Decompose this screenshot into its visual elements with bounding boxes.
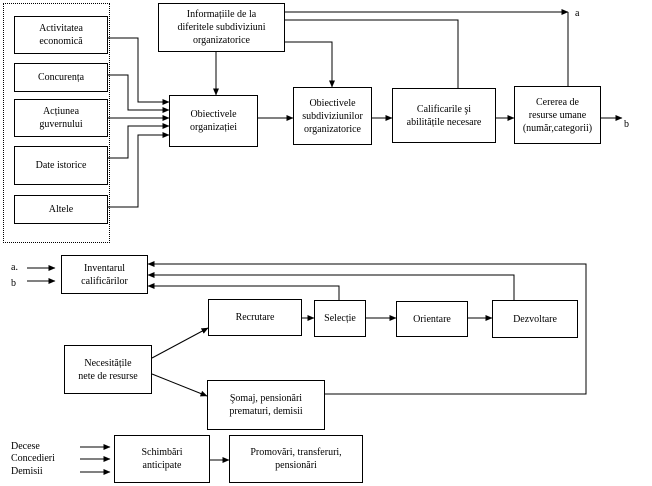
box-calificarile-abilitatile: Calificarile şi abilitățile necesare xyxy=(392,88,496,143)
box-schimbari-anticipate: Schimbări anticipate xyxy=(114,435,210,483)
box-somaj-pensionari: Şomaj, pensionări prematuri, demisii xyxy=(207,380,325,430)
box-orientare: Orientare xyxy=(396,301,468,337)
arrow-selectie-inventar xyxy=(147,283,340,300)
arrow-activitatea-obiective xyxy=(108,37,170,105)
arrow-informatii-obiective-sub xyxy=(285,41,335,88)
label-in-a: a. xyxy=(11,262,18,273)
box-obiectivele-organizatiei: Obiectivele organizației xyxy=(169,95,258,147)
label-concedieri: Concedieri xyxy=(11,453,55,464)
arrow-date-obiective xyxy=(108,123,170,159)
box-actiunea-guvernului: Acțiunea guvernului xyxy=(14,99,108,137)
arrow-necesitati-recrutare xyxy=(151,327,209,359)
box-recrutare: Recrutare xyxy=(208,299,302,336)
box-selectie: Selecție xyxy=(314,300,366,337)
arrow-altele-obiective xyxy=(108,132,170,208)
box-necesitatile-nete: Necesitățile nete de resurse xyxy=(64,345,152,394)
label-out-b: b xyxy=(624,119,629,130)
label-in-b: b xyxy=(11,278,16,289)
box-obiectivele-subdiviziunilor: Obiectivele subdiviziunilor organizatori… xyxy=(293,87,372,145)
box-date-istorice: Date istorice xyxy=(14,146,108,185)
external-factors-group xyxy=(3,3,110,243)
box-altele: Altele xyxy=(14,195,108,224)
arrow-dezvoltare-inventar xyxy=(147,272,515,300)
box-informatii-subdiviziuni: Informațiile de la diferitele subdiviziu… xyxy=(158,3,285,52)
label-out-a: a xyxy=(575,8,580,19)
arrow-somaj-inventar xyxy=(147,261,587,395)
arrow-necesitati-somaj xyxy=(151,373,208,397)
box-promovari-transferuri: Promovări, transferuri, pensionări xyxy=(229,435,363,483)
label-demisii: Demisii xyxy=(11,466,43,477)
box-inventarul-calificarilor: Inventarul calificărilor xyxy=(61,255,148,294)
box-activitatea-economica: Activitatea economică xyxy=(14,16,108,54)
line-calificari-up xyxy=(285,19,459,88)
box-concurenta: Concurența xyxy=(14,63,108,92)
box-cererea-resurse: Cererea de resurse umane (număr,categori… xyxy=(514,86,601,144)
box-dezvoltare: Dezvoltare xyxy=(492,300,578,338)
arrow-concurenta-obiective xyxy=(108,74,170,113)
label-decese: Decese xyxy=(11,441,40,452)
